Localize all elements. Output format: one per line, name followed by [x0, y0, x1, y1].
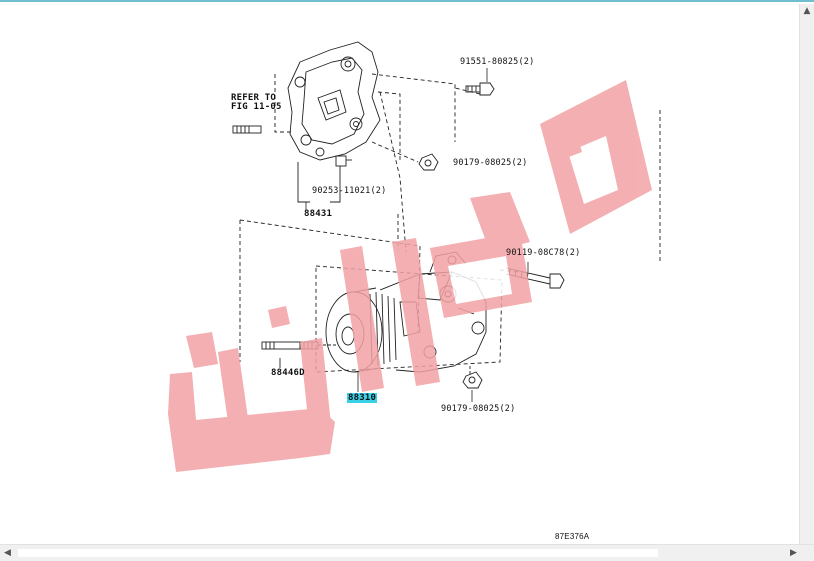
parts-diagram [168, 41, 661, 472]
label-bolt-long[interactable]: 90119-08C78(2) [506, 248, 581, 258]
nut-lower-drawing [462, 366, 483, 389]
leader-lines [305, 68, 529, 402]
scrollbar-corner [800, 545, 814, 561]
label-stud-lower[interactable]: 88446D [271, 368, 305, 378]
bolt-top-drawing [454, 82, 495, 96]
label-bracket[interactable]: 88431 [304, 209, 333, 219]
triangle-up-icon[interactable]: ▲ [803, 6, 811, 16]
triangle-right-icon[interactable]: ▶ [790, 548, 797, 558]
label-nut-upper[interactable]: 90179-08025(2) [453, 158, 528, 168]
nut-upper-drawing [418, 153, 439, 171]
label-bolt-top[interactable]: 91551-80825(2) [460, 57, 535, 67]
vertical-scrollbar[interactable]: ▲ [799, 4, 814, 547]
figure-code: 87E376A [555, 532, 590, 541]
bracket-drawing [274, 41, 456, 163]
stud-left-drawing [232, 125, 262, 134]
label-stud-bracket[interactable]: 90253-11021(2) [312, 186, 387, 196]
horizontal-scroll-thumb[interactable] [18, 549, 658, 557]
horizontal-scrollbar[interactable]: ◀ ▶ [0, 544, 814, 561]
label-refer-line2[interactable]: FIG 11-05 [231, 102, 282, 112]
triangle-left-icon[interactable]: ◀ [4, 548, 11, 558]
stud-lower-drawing [261, 341, 338, 368]
label-nut-lower[interactable]: 90179-08025(2) [441, 404, 516, 414]
label-compressor[interactable]: 88310 [347, 393, 378, 403]
watermark-logo [168, 80, 652, 472]
label-refer-line1: REFER TO [231, 93, 276, 103]
